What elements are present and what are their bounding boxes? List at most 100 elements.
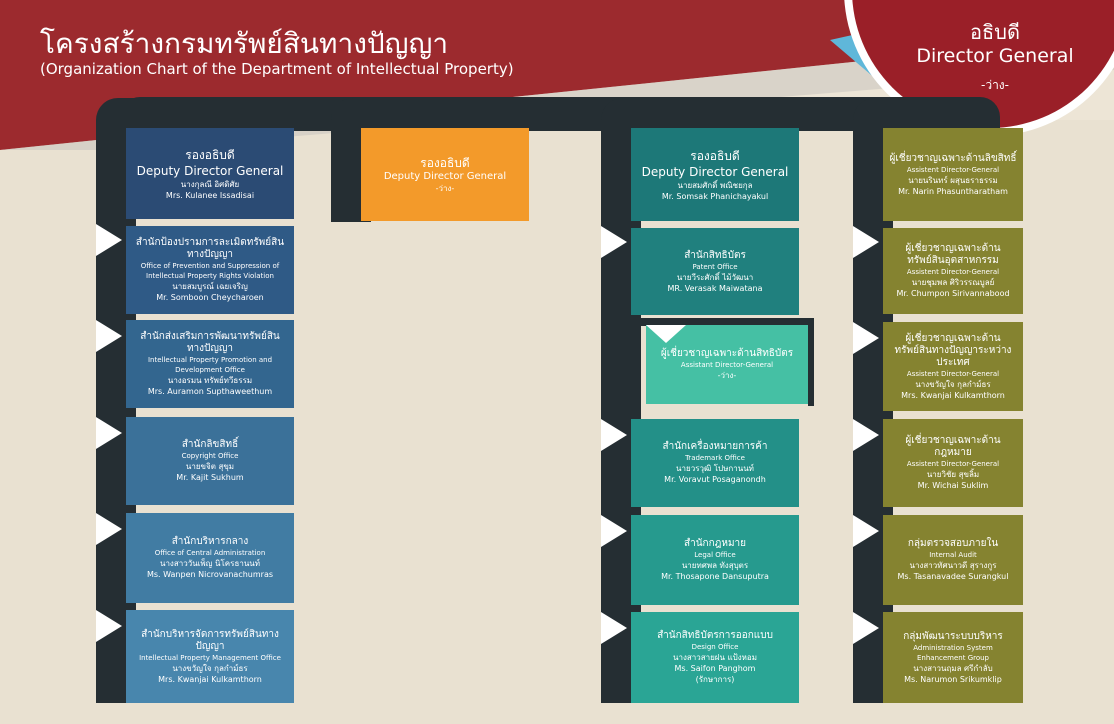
office-name-en: Assistent Director-General — [906, 369, 1000, 378]
col3-patent-expert-connector-side — [808, 318, 814, 406]
office-name-th: ผู้เชี่ยวชาญเฉพาะด้านทรัพย์สินทางปัญญาระ… — [894, 332, 1012, 368]
person-name-en: MR. Verasak Maiwatana — [667, 283, 763, 293]
person-name-en: Ms. Tasanavadee Surangkul — [897, 572, 1009, 581]
person-name-th: นางสาวสายฝน แป้งหอม — [673, 653, 757, 662]
col4-notch-2 — [853, 322, 879, 354]
office-name-th: ผู้เชี่ยวชาญเฉพาะด้านกฎหมาย — [905, 435, 1001, 458]
col3-office-patent: สำนักสิทธิบัตร Patent Office นายวีระศักด… — [631, 228, 799, 315]
col3-notch-3 — [601, 515, 627, 547]
person-name-en: Mrs. Kwanjai Kulkamthorn — [158, 674, 262, 684]
col3-notch-4 — [601, 612, 627, 644]
col3-patent-expert-connector — [640, 318, 814, 326]
office-name-en: Intellectual Property Promotion and Deve… — [147, 356, 273, 374]
col2-head-en: Deputy Director General — [383, 171, 507, 182]
office-name-th: กลุ่มพัฒนาระบบบริหาร — [903, 630, 1003, 642]
office-name-th: สำนักกฎหมาย — [683, 538, 747, 549]
office-name-th: สำนักป้องปรามการละเมิดทรัพย์สินทางปัญญา — [135, 237, 285, 260]
director-general-box: อธิบดี Director General -ว่าง- — [900, 20, 1090, 95]
col1-office-ip-management: สำนักบริหารจัดการทรัพย์สินทางปัญญา Intel… — [126, 610, 294, 703]
office-name-th: สำนักสิทธิบัตร — [684, 249, 746, 261]
office-name-en: Assistent Director-General — [906, 268, 1000, 276]
office-name-th: สำนักส่งเสริมการพัฒนาทรัพย์สินทางปัญญา — [140, 331, 280, 354]
director-status: -ว่าง- — [981, 78, 1009, 92]
col2-head-status: -ว่าง- — [435, 184, 455, 193]
acting-note: (รักษาการ) — [695, 675, 735, 684]
col3-head-name-en: Mr. Somsak Phanichayakul — [661, 191, 769, 201]
person-name-th: นายขจิต สุขุม — [185, 462, 235, 471]
col1-notch-2 — [96, 320, 122, 352]
col1-deputy-box: รองอธิบดี Deputy Director General นางกุล… — [126, 128, 294, 219]
col1-notch-3 — [96, 417, 122, 449]
person-name-th: นางสาววันเพ็ญ นิโครธานนท์ — [159, 559, 261, 568]
person-name-th: นางสาวทัศนาวดี สุรางกูร — [909, 561, 997, 570]
person-name-en: Mr. Somboon Cheycharoen — [156, 293, 264, 302]
office-name-th: กลุ่มตรวจสอบภายใน — [907, 538, 999, 549]
person-name-th: นายนรินทร์ ผสุนธราธรรม — [908, 175, 998, 185]
col3-deputy-box: รองอธิบดี Deputy Director General นายสมศ… — [631, 128, 799, 221]
col3-notch-1 — [601, 226, 627, 258]
person-name-th: นางอรมน ทรัพย์ทวีธรรม — [167, 376, 253, 385]
person-name-th: นายชุมพล ศิริวรรณบูลย์ — [911, 278, 995, 287]
col4-expert-industrial: ผู้เชี่ยวชาญเฉพาะด้านทรัพย์สินอุตสาหกรรม… — [883, 228, 1023, 314]
col4-notch-1 — [853, 226, 879, 258]
person-name-en: Ms. Wanpen Nicrovanachumras — [146, 570, 274, 579]
col3-head-en: Deputy Director General — [641, 164, 789, 179]
person-name-th: นางขวัญใจ กุลกำม์ธร — [915, 379, 991, 389]
office-name-en: Office of Prevention and Suppression of … — [140, 262, 280, 280]
col2-head-th: รองอธิบดี — [420, 156, 470, 170]
col4-notch-5 — [853, 612, 879, 644]
person-name-th: นายวรวุฒิ โปษกานนท์ — [676, 464, 754, 473]
col4-expert-legal: ผู้เชี่ยวชาญเฉพาะด้านกฎหมาย Assistent Di… — [883, 419, 1023, 507]
col4-expert-international: ผู้เชี่ยวชาญเฉพาะด้านทรัพย์สินทางปัญญาระ… — [883, 322, 1023, 411]
office-name-th: สำนักเครื่องหมายการค้า — [662, 441, 768, 452]
col1-office-promotion: สำนักส่งเสริมการพัฒนาทรัพย์สินทางปัญญา I… — [126, 320, 294, 408]
col3-patent-expert: ผู้เชี่ยวชาญเฉพาะด้านสิทธิบัตร Assistant… — [646, 325, 808, 404]
person-name-en: Ms. Saifon Panghom — [674, 664, 756, 673]
office-name-en: Design Office — [691, 643, 739, 651]
page-subtitle: (Organization Chart of the Department of… — [40, 60, 514, 78]
person-name-th: นายวีระศักดิ์ ไม้วัฒนา — [676, 272, 754, 282]
col3-notch-2 — [601, 419, 627, 451]
col1-notch-4 — [96, 513, 122, 545]
office-name-en: Assistent Director-General — [906, 460, 1000, 468]
office-name-th: สำนักบริหารกลาง — [171, 536, 249, 547]
office-name-th: ผู้เชี่ยวชาญเฉพาะด้านลิขสิทธิ์ — [889, 152, 1017, 164]
col1-office-central-admin: สำนักบริหารกลาง Office of Central Admini… — [126, 513, 294, 603]
person-name-th: นายสมบูรณ์ เฉยเจริญ — [172, 282, 248, 291]
person-name-en: Mr. Narin Phasuntharatham — [898, 186, 1008, 196]
office-name-th: สำนักลิขสิทธิ์ — [181, 439, 239, 450]
person-name-en: Mrs. Auramon Supthaweethum — [147, 387, 273, 396]
person-name-th: นายทศพล ทังสุบุตร — [681, 561, 749, 570]
col4-notch-4 — [853, 515, 879, 547]
col1-head-name-en: Mrs. Kulanee Issadisai — [165, 190, 255, 200]
col1-notch-1 — [96, 224, 122, 256]
director-badge — [844, 0, 1114, 136]
office-name-th: ผู้เชี่ยวชาญเฉพาะด้านสิทธิบัตร — [660, 348, 794, 359]
col2-deputy-box: รองอธิบดี Deputy Director General -ว่าง- — [361, 128, 529, 221]
col1-head-en: Deputy Director General — [136, 163, 284, 178]
person-name-th: นางสาวนฤมล ศรีกำลับ — [913, 663, 993, 673]
person-name-en: Mr. Kajit Sukhum — [176, 473, 244, 482]
office-name-en: Legal Office — [694, 551, 736, 559]
person-name-en: Ms. Narumon Srikumklip — [904, 674, 1002, 684]
office-name-en: Patent Office — [692, 262, 738, 271]
col3-patent-expert-notch — [646, 325, 686, 343]
person-name-en: Mr. Chumpon Sirivannabood — [896, 289, 1010, 298]
person-name-en: Mrs. Kwanjai Kulkamthorn — [901, 390, 1005, 400]
office-name-en: Internal Audit — [929, 551, 977, 559]
col4-expert-copyright: ผู้เชี่ยวชาญเฉพาะด้านลิขสิทธิ์ Assistent… — [883, 128, 1023, 221]
office-name-en: Copyright Office — [181, 452, 239, 460]
col4-admin-system-group: กลุ่มพัฒนาระบบบริหาร Administration Syst… — [883, 612, 1023, 703]
person-name-th: -ว่าง- — [717, 371, 737, 380]
director-title-th: อธิบดี — [970, 20, 1020, 44]
office-name-en: Intellectual Property Management Office — [139, 653, 281, 662]
office-name-en: Trademark Office — [685, 454, 745, 462]
col3-head-name-th: นายสมศักดิ์ พณิชยกุล — [677, 180, 753, 190]
director-title-en: Director General — [916, 45, 1074, 67]
person-name-th: นางขวัญใจ กุลกำม์ธร — [172, 663, 248, 673]
col4-internal-audit: กลุ่มตรวจสอบภายใน Internal Audit นางสาวท… — [883, 515, 1023, 605]
col4-notch-3 — [853, 419, 879, 451]
col1-office-prevention: สำนักป้องปรามการละเมิดทรัพย์สินทางปัญญา … — [126, 226, 294, 314]
col3-office-trademark: สำนักเครื่องหมายการค้า Trademark Office … — [631, 419, 799, 507]
office-name-en: Assistent Director-General — [906, 165, 1000, 174]
